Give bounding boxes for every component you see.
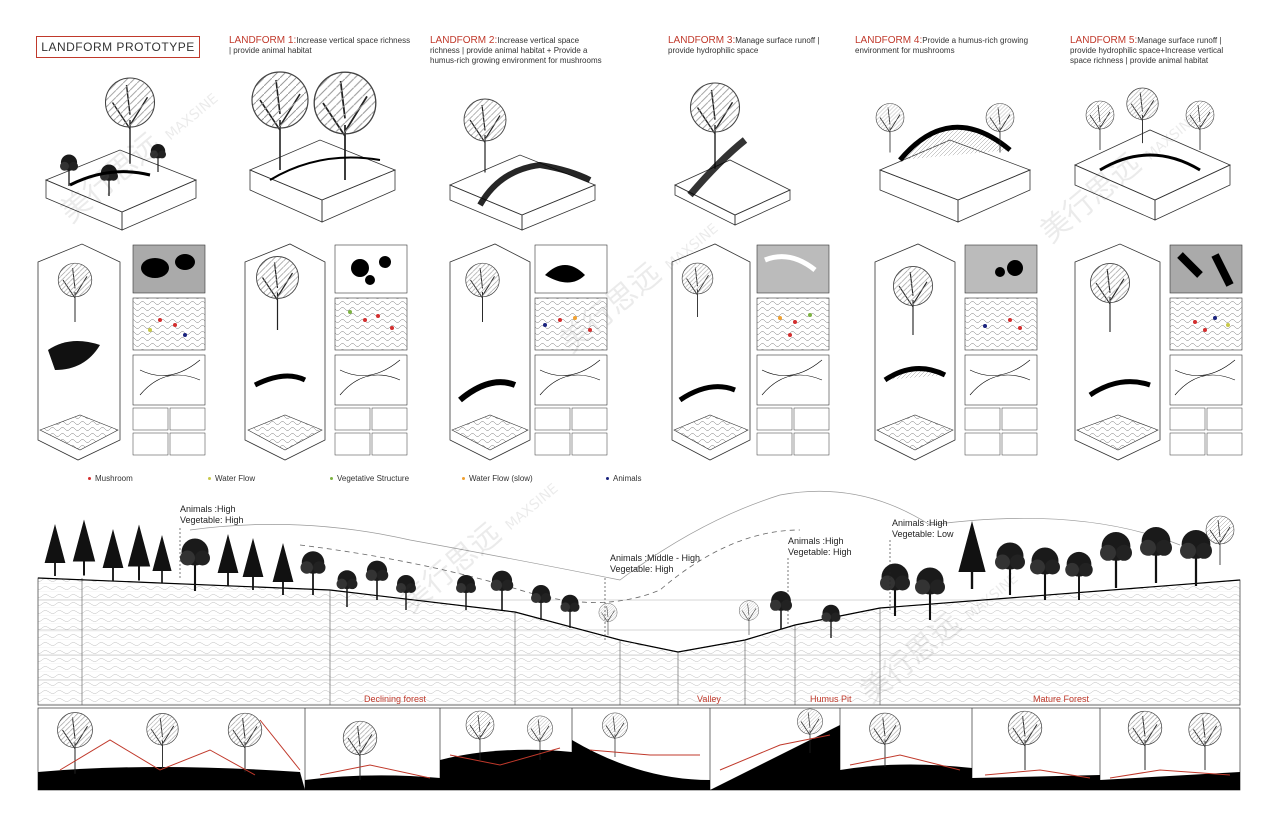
legend-animals-swatch	[606, 477, 609, 480]
landform-5-name: LANDFORM 5:	[1070, 35, 1138, 46]
iso-block-3	[448, 98, 597, 231]
legend-water-flow-slow-swatch	[462, 477, 465, 480]
landform-4-header: LANDFORM 4:Provide a humus-rich growing …	[855, 36, 1030, 56]
perspective-strip	[37, 707, 1241, 791]
legend-water-flow-swatch	[208, 477, 211, 480]
exploded-set-3	[449, 243, 608, 461]
zone-label-valley: Valley	[697, 694, 721, 704]
exploded-set-4	[671, 243, 830, 461]
zone-label-mature-forest: Mature Forest	[1033, 694, 1090, 704]
zone-label-declining-forest: Declining forest	[364, 694, 427, 704]
legend-mushroom-swatch	[88, 477, 91, 480]
legend-water-flow: Water Flow	[208, 474, 255, 483]
legend-animals: Animals	[606, 474, 641, 483]
landform-5-desc: Manage surface runoff | provide hydrophi…	[1070, 36, 1224, 65]
legend-vegetative-structure-swatch	[330, 477, 333, 480]
landform-3-name: LANDFORM 3:	[668, 35, 736, 46]
landform-1-desc: Increase vertical space richness | provi…	[229, 36, 411, 55]
iso-block-5	[875, 103, 1032, 223]
landform-3-desc: Manage surface runoff | provide hydrophi…	[668, 36, 820, 55]
landform-1-header: LANDFORM 1:Increase vertical space richn…	[229, 36, 414, 56]
legend-mushroom: Mushroom	[88, 474, 133, 483]
exploded-set-2	[244, 243, 408, 461]
page-title: LANDFORM PROTOTYPE	[36, 36, 200, 58]
landform-2-name: LANDFORM 2:	[430, 35, 498, 46]
exploded-set-1	[37, 243, 206, 461]
landform-5-header: LANDFORM 5:Manage surface runoff | provi…	[1070, 36, 1245, 66]
landform-4-name: LANDFORM 4:	[855, 35, 923, 46]
zone-label-humus-pit: Humus Pit	[810, 694, 852, 704]
landform-3-header: LANDFORM 3:Manage surface runoff | provi…	[668, 36, 828, 56]
landform-4-desc: Provide a humus-rich growing environment…	[855, 36, 1029, 55]
legend-vegetative-structure: Vegetative Structure	[330, 474, 409, 483]
iso-block-2	[248, 71, 397, 223]
exploded-set-6	[1074, 243, 1243, 461]
iso-block-4	[674, 82, 791, 226]
landform-2-header: LANDFORM 2:Increase vertical space richn…	[430, 36, 610, 66]
thumbnail-markers	[148, 310, 1230, 337]
legend-water-flow-slow: Water Flow (slow)	[462, 474, 533, 483]
landform-2-desc: Increase vertical space richness | provi…	[430, 36, 602, 65]
iso-block-6	[1074, 87, 1231, 221]
iso-block-1	[44, 77, 198, 231]
terrain-section	[37, 490, 1241, 706]
exploded-set-5	[874, 243, 1038, 461]
landform-1-name: LANDFORM 1:	[229, 35, 297, 46]
